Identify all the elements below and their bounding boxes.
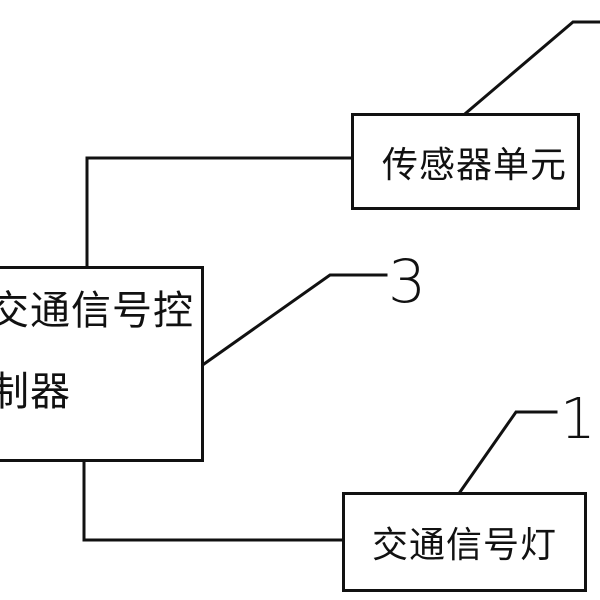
reference-number-controller: 3 bbox=[388, 247, 427, 317]
reference-number-light: 1 bbox=[560, 387, 596, 452]
traffic-light-label: 交通信号灯 bbox=[371, 525, 557, 566]
sensor-unit-label: 传感器单元 bbox=[381, 144, 567, 186]
leader-line-sensor bbox=[463, 20, 600, 116]
leader-line-light bbox=[457, 410, 558, 495]
wire-controller-to-sensor bbox=[85, 156, 353, 268]
traffic-light-box: 交通信号灯 bbox=[342, 492, 587, 592]
leader-line-controller bbox=[201, 273, 388, 367]
controller-box: 交通信号控 制器 bbox=[0, 266, 204, 462]
sensor-unit-box: 传感器单元 bbox=[351, 113, 580, 210]
controller-label-line2: 制器 bbox=[0, 369, 71, 415]
wire-controller-to-light bbox=[82, 460, 344, 542]
controller-label-line1: 交通信号控 bbox=[0, 288, 194, 334]
